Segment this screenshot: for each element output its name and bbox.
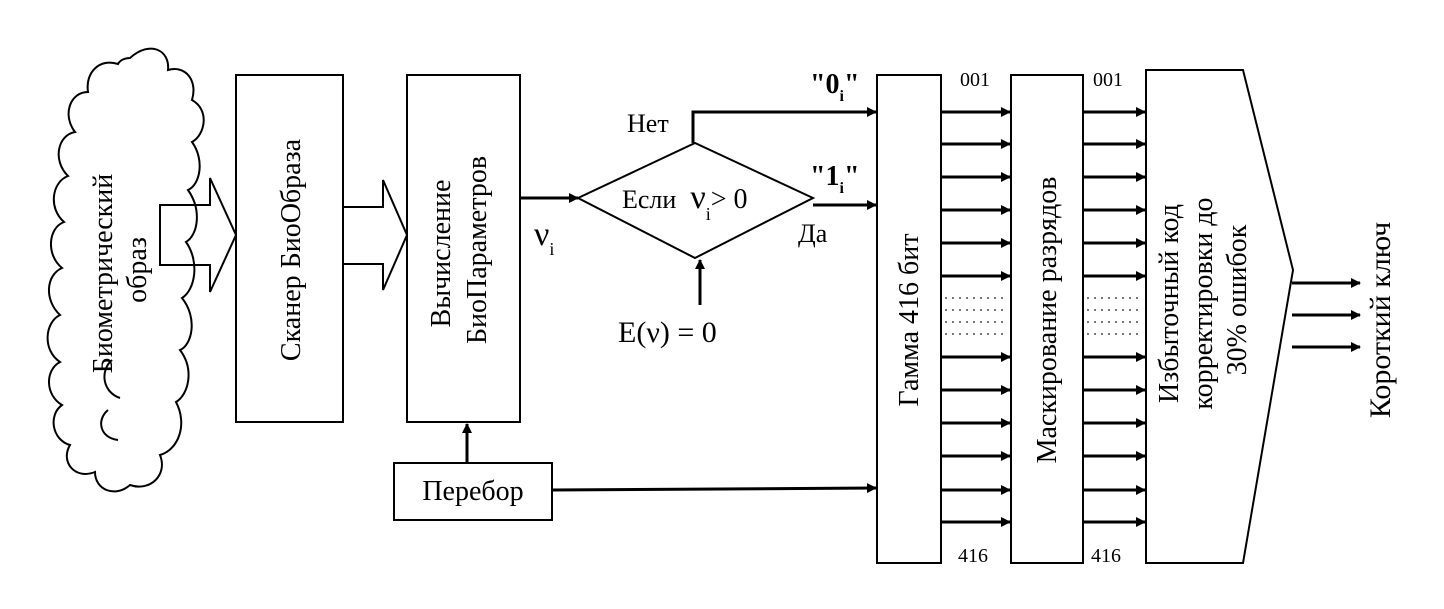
masking-label: Маскирование разрядов xyxy=(1032,177,1063,464)
scanner-label: Сканер БиоОбраза xyxy=(276,138,307,361)
expectation-label: E(ν) = 0 xyxy=(618,316,717,349)
biometric-image-cloud: Биометрический образ xyxy=(46,47,205,493)
gamma-label: Гамма 416 бит xyxy=(894,233,925,406)
gamma-last-bit: 416 xyxy=(958,545,988,567)
short-key-output-arrows xyxy=(1292,278,1361,352)
arrow-search-to-gamma xyxy=(551,483,877,494)
masking-first-bit: 001 xyxy=(1093,69,1123,91)
masking-last-bit: 416 xyxy=(1091,545,1121,567)
decision-no-label: Нет xyxy=(627,109,669,138)
zero-bit-label: "0i" xyxy=(810,69,860,105)
decision-diamond xyxy=(575,141,816,260)
short-key-label: Короткий ключ xyxy=(1364,222,1397,418)
calc-bioparameters-block xyxy=(406,74,521,423)
signal-nu: νi xyxy=(534,216,554,259)
search-block xyxy=(393,462,553,521)
gamma-block xyxy=(876,74,942,564)
one-bit-label: "1i" xyxy=(810,161,860,197)
decision-yes-label: Да xyxy=(798,219,828,248)
error-correction-code-label: Избыточный код корректировки до 30% ошиб… xyxy=(1154,190,1253,409)
scanner-block xyxy=(235,74,344,423)
search-label: Перебор xyxy=(422,476,523,507)
hollow-arrow-scanner-to-calc xyxy=(342,179,409,291)
error-correction-code-block xyxy=(1145,69,1295,564)
masking-block xyxy=(1010,74,1084,564)
masking-to-code-bit-arrows xyxy=(1083,107,1146,527)
gamma-to-masking-bit-arrows xyxy=(941,107,1011,527)
arrow-no-to-gamma xyxy=(691,107,877,143)
gamma-first-bit: 001 xyxy=(960,69,990,91)
hollow-arrow-cloud-to-scanner xyxy=(159,177,238,293)
biometric-image-label: Биометрический образ xyxy=(88,167,153,373)
calc-bioparameters-label: Вычисление БиоПараметров xyxy=(426,156,493,344)
